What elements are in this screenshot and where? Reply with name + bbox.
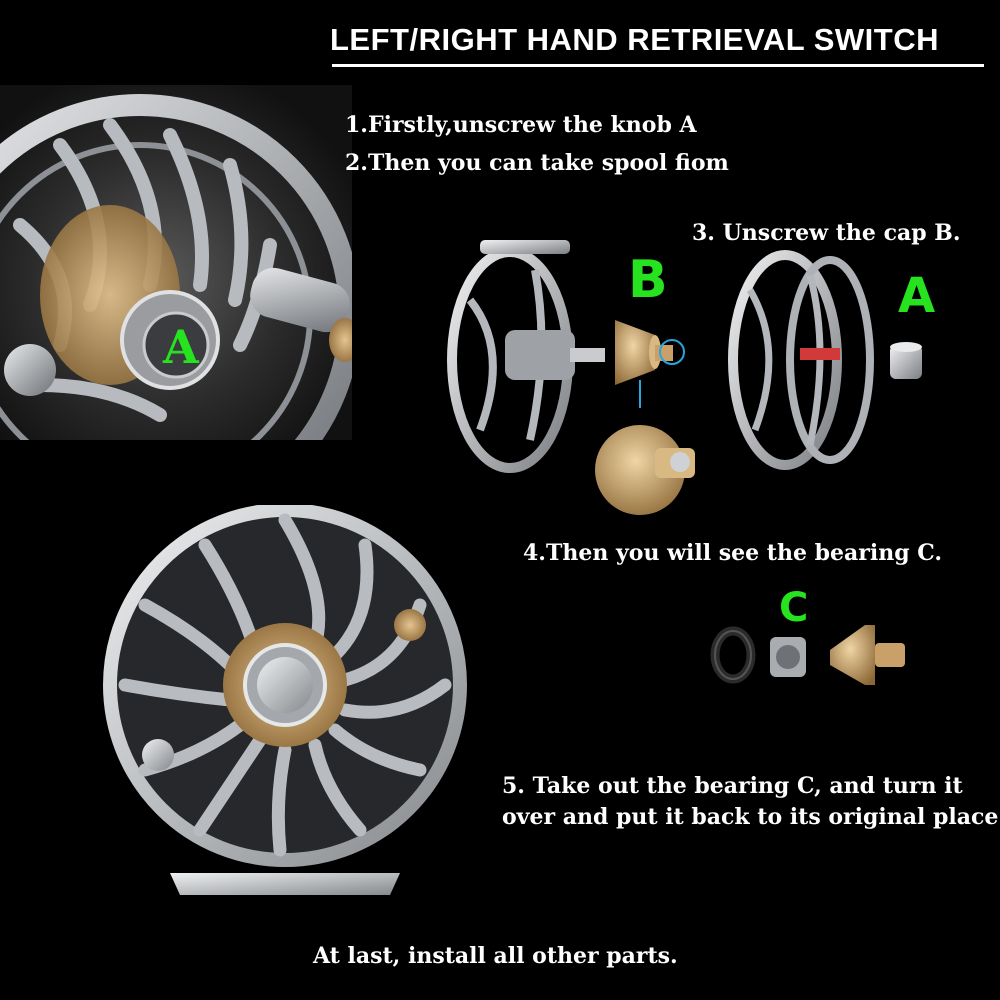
label-knob-a-right: A — [898, 268, 936, 324]
cap-b — [595, 320, 695, 515]
step-4-text: 4.Then you will see the bearing C. — [523, 540, 943, 566]
label-knob-a: A — [163, 320, 199, 374]
knob-a-part — [890, 342, 922, 379]
reel-frame — [447, 240, 605, 473]
full-reel-illustration — [103, 505, 467, 895]
parts-exploded-illustration — [447, 240, 922, 515]
step-3-text: 3. Unscrew the cap B. — [692, 220, 961, 246]
reel-spool — [728, 250, 874, 470]
step-5-line-2: over and put it back to its original pla… — [502, 804, 1000, 830]
step-5-line-1: 5. Take out the bearing C, and turn it — [502, 773, 963, 799]
label-bearing-c: C — [779, 585, 809, 631]
final-step-text: At last, install all other parts. — [313, 943, 678, 969]
title-underline — [332, 64, 984, 67]
step-1-text: 1.Firstly,unscrew the knob A — [345, 112, 697, 138]
reel-closeup-illustration — [0, 94, 352, 440]
step-2-text: 2.Then you can take spool fiom — [345, 150, 729, 176]
reel-closeup-photo: A — [0, 85, 352, 440]
page-title: LEFT/RIGHT HAND RETRIEVAL SWITCH — [330, 22, 939, 57]
bearing-parts-illustration — [710, 625, 905, 685]
label-cap-b: B — [628, 250, 668, 310]
